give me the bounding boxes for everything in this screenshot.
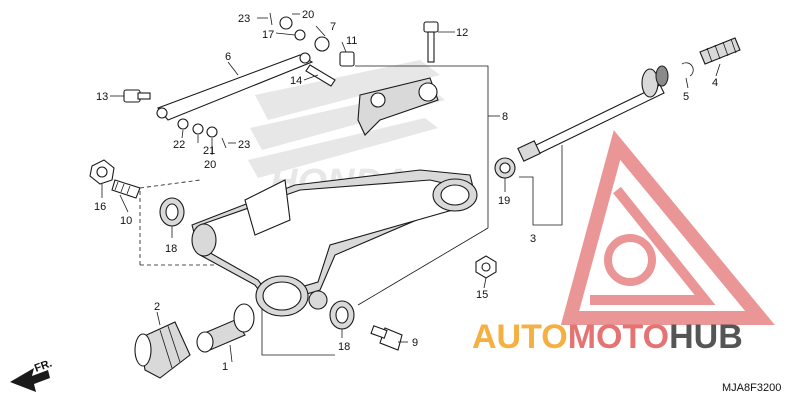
callout-23a: 23	[238, 13, 250, 25]
boot-2	[134, 321, 191, 379]
drain-bolt-9	[370, 325, 403, 351]
bracket-18	[261, 305, 335, 356]
leader-lines	[101, 13, 721, 363]
callout-7: 7	[330, 21, 336, 33]
logo-auto: AUTO	[472, 318, 568, 356]
nut-20-lower	[206, 126, 218, 138]
callout-5: 5	[683, 91, 689, 103]
washer-17	[294, 29, 306, 41]
bracket-8-lower	[357, 227, 489, 306]
logo-moto: MOTO	[568, 318, 669, 356]
bolt-12	[423, 21, 439, 33]
bolt-14	[305, 64, 336, 87]
callout-20a: 20	[302, 9, 314, 21]
cotter-pin-23-upper	[269, 12, 273, 26]
callout-4: 4	[712, 77, 718, 89]
callout-21: 21	[203, 145, 215, 157]
automotohub-logo-text: AUTOMOTOHUB	[472, 318, 743, 356]
diagram-code: MJA8F3200	[722, 382, 781, 394]
callout-14: 14	[290, 75, 302, 87]
callout-18a: 18	[165, 243, 177, 255]
callout-3: 3	[530, 233, 536, 245]
callout-1: 1	[222, 361, 228, 373]
washer-21	[192, 123, 204, 135]
front-direction-label: FR.	[33, 357, 54, 374]
callout-19: 19	[498, 195, 510, 207]
callout-13: 13	[96, 91, 108, 103]
universal-joint-1	[196, 303, 255, 353]
bracket-assembly-8	[357, 77, 439, 136]
callout-16: 16	[94, 201, 106, 213]
bracket-8	[355, 65, 489, 228]
callout-11: 11	[346, 35, 357, 47]
callout-20b: 20	[204, 159, 216, 171]
callout-6: 6	[225, 51, 231, 63]
callout-23b: 23	[238, 139, 250, 151]
callout-17: 17	[262, 29, 274, 41]
callout-labels: 1 2 3 4 5 6 7 8 9 10 11 12 13 14 15 16 1…	[94, 9, 718, 373]
cotter-pin-23-lower	[221, 137, 227, 149]
nut-20-upper	[279, 16, 293, 30]
callout-9: 9	[412, 337, 418, 349]
front-direction-indicator: FR.	[10, 357, 54, 392]
callout-10: 10	[120, 215, 132, 227]
callout-18b: 18	[338, 341, 350, 353]
automotohub-logo	[560, 130, 775, 325]
nut-22	[177, 118, 189, 130]
swingarm-left-pivot	[191, 223, 217, 257]
washer-7	[314, 36, 330, 52]
callout-12: 12	[456, 27, 468, 39]
logo-hub: HUB	[669, 318, 743, 356]
callout-8: 8	[502, 111, 508, 123]
bolt-11	[339, 51, 355, 67]
pivot-bolt-10	[111, 179, 141, 199]
circlip-5	[681, 62, 694, 77]
callout-2: 2	[154, 301, 160, 313]
bracket-3	[519, 145, 563, 226]
drive-shaft-3	[517, 65, 669, 162]
callout-22: 22	[173, 139, 185, 151]
callout-15: 15	[476, 289, 488, 301]
spring-4	[699, 37, 741, 65]
swingarm	[191, 169, 478, 317]
